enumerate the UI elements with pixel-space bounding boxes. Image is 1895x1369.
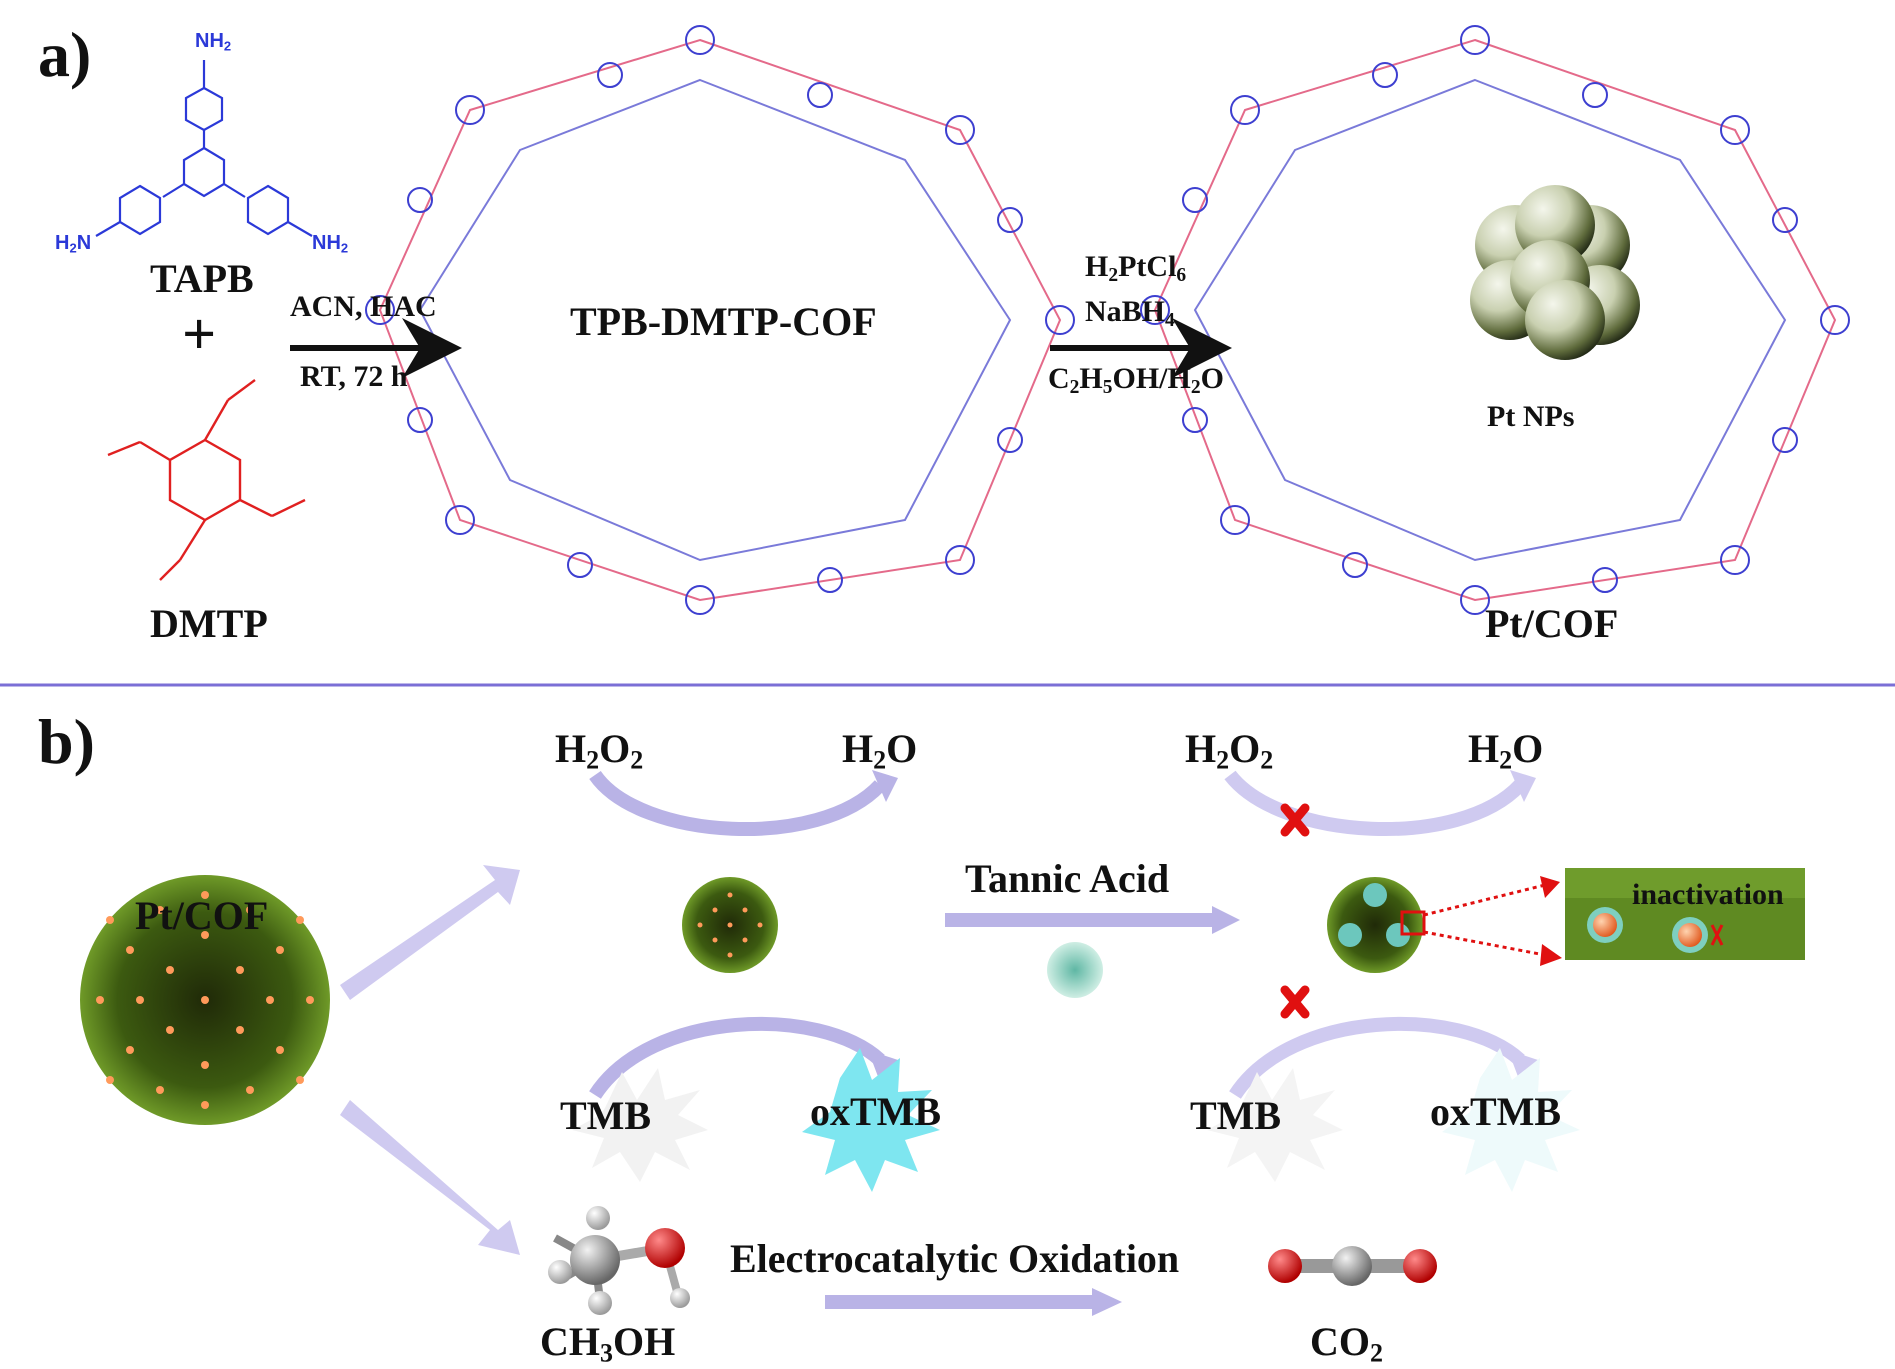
tapb-label: TAPB xyxy=(150,256,254,301)
plus-sign: + xyxy=(182,301,217,367)
left-oxtmb: oxTMB xyxy=(810,1089,942,1134)
tapb-nh2-top: NH2 xyxy=(195,30,232,54)
tannic-acid-particle xyxy=(1047,942,1103,998)
step2-solvent: C2H5OH/H2O xyxy=(1048,362,1224,398)
electrocatalytic-label: Electrocatalytic Oxidation xyxy=(730,1236,1180,1281)
co2-label: CO2 xyxy=(1310,1319,1383,1368)
blocked-x-bottom xyxy=(1280,985,1310,1019)
dmtp-structure xyxy=(107,379,306,581)
zoom-line-bottom xyxy=(1423,930,1546,957)
left-bottom-curve xyxy=(589,1016,885,1099)
blocked-x-top xyxy=(1280,803,1310,837)
right-tmb: TMB xyxy=(1190,1093,1282,1138)
tannic-acid-label: Tannic Acid xyxy=(965,856,1170,901)
tapb-nh2-right: NH2 xyxy=(312,232,349,256)
oxtmb-star-left xyxy=(802,1048,940,1192)
step2-reagent-line1: H2PtCl6 xyxy=(1085,250,1187,286)
methanol-label: CH3OH xyxy=(540,1319,676,1368)
inactivated-sphere xyxy=(1327,877,1426,973)
pt-nps-label: Pt NPs xyxy=(1487,400,1575,433)
right-h2o: H2O xyxy=(1468,726,1544,775)
step2-reagent-line2: NaBH4 xyxy=(1085,295,1175,331)
tapb-structure xyxy=(95,60,313,237)
pt-cof-label-a: Pt/COF xyxy=(1485,601,1619,646)
step1-conditions-line1: ACN, HAC xyxy=(290,290,437,323)
tmb-star-left xyxy=(572,1068,708,1182)
cof-framework xyxy=(365,25,1075,615)
pt-cof-sphere xyxy=(80,875,330,1125)
right-bottom-curve xyxy=(1229,1016,1525,1099)
oxtmb-star-right xyxy=(1442,1048,1580,1192)
nanozyme-sphere xyxy=(682,877,778,973)
left-h2o2: H2O2 xyxy=(555,726,644,775)
tmb-star-right xyxy=(1207,1068,1343,1182)
co2-molecule xyxy=(1268,1246,1437,1286)
right-h2o2: H2O2 xyxy=(1185,726,1274,775)
methanol-molecule xyxy=(548,1206,690,1315)
tapb-h2n-left: H2N xyxy=(55,232,92,256)
right-oxtmb: oxTMB xyxy=(1430,1089,1562,1134)
panel-a-label: a) xyxy=(38,19,92,90)
zoom-line-top xyxy=(1423,883,1546,917)
arrow-to-nanozyme xyxy=(340,865,520,1000)
left-top-curve xyxy=(589,770,886,837)
cof-label: TPB-DMTP-COF xyxy=(570,299,877,344)
pt-nanoparticle-cluster xyxy=(1470,185,1640,360)
pt-cof-framework xyxy=(1140,25,1850,615)
right-top-curve xyxy=(1224,770,1526,837)
arrow-to-methanol xyxy=(340,1100,520,1255)
dmtp-label: DMTP xyxy=(150,601,268,646)
step1-conditions-line2: RT, 72 h xyxy=(300,360,408,393)
pt-cof-label-b: Pt/COF xyxy=(135,893,269,938)
left-h2o: H2O xyxy=(842,726,918,775)
left-tmb: TMB xyxy=(560,1093,652,1138)
inactivation-inset xyxy=(1565,868,1805,960)
panel-b-label: b) xyxy=(38,706,95,777)
inactivation-label: inactivation xyxy=(1632,878,1784,911)
